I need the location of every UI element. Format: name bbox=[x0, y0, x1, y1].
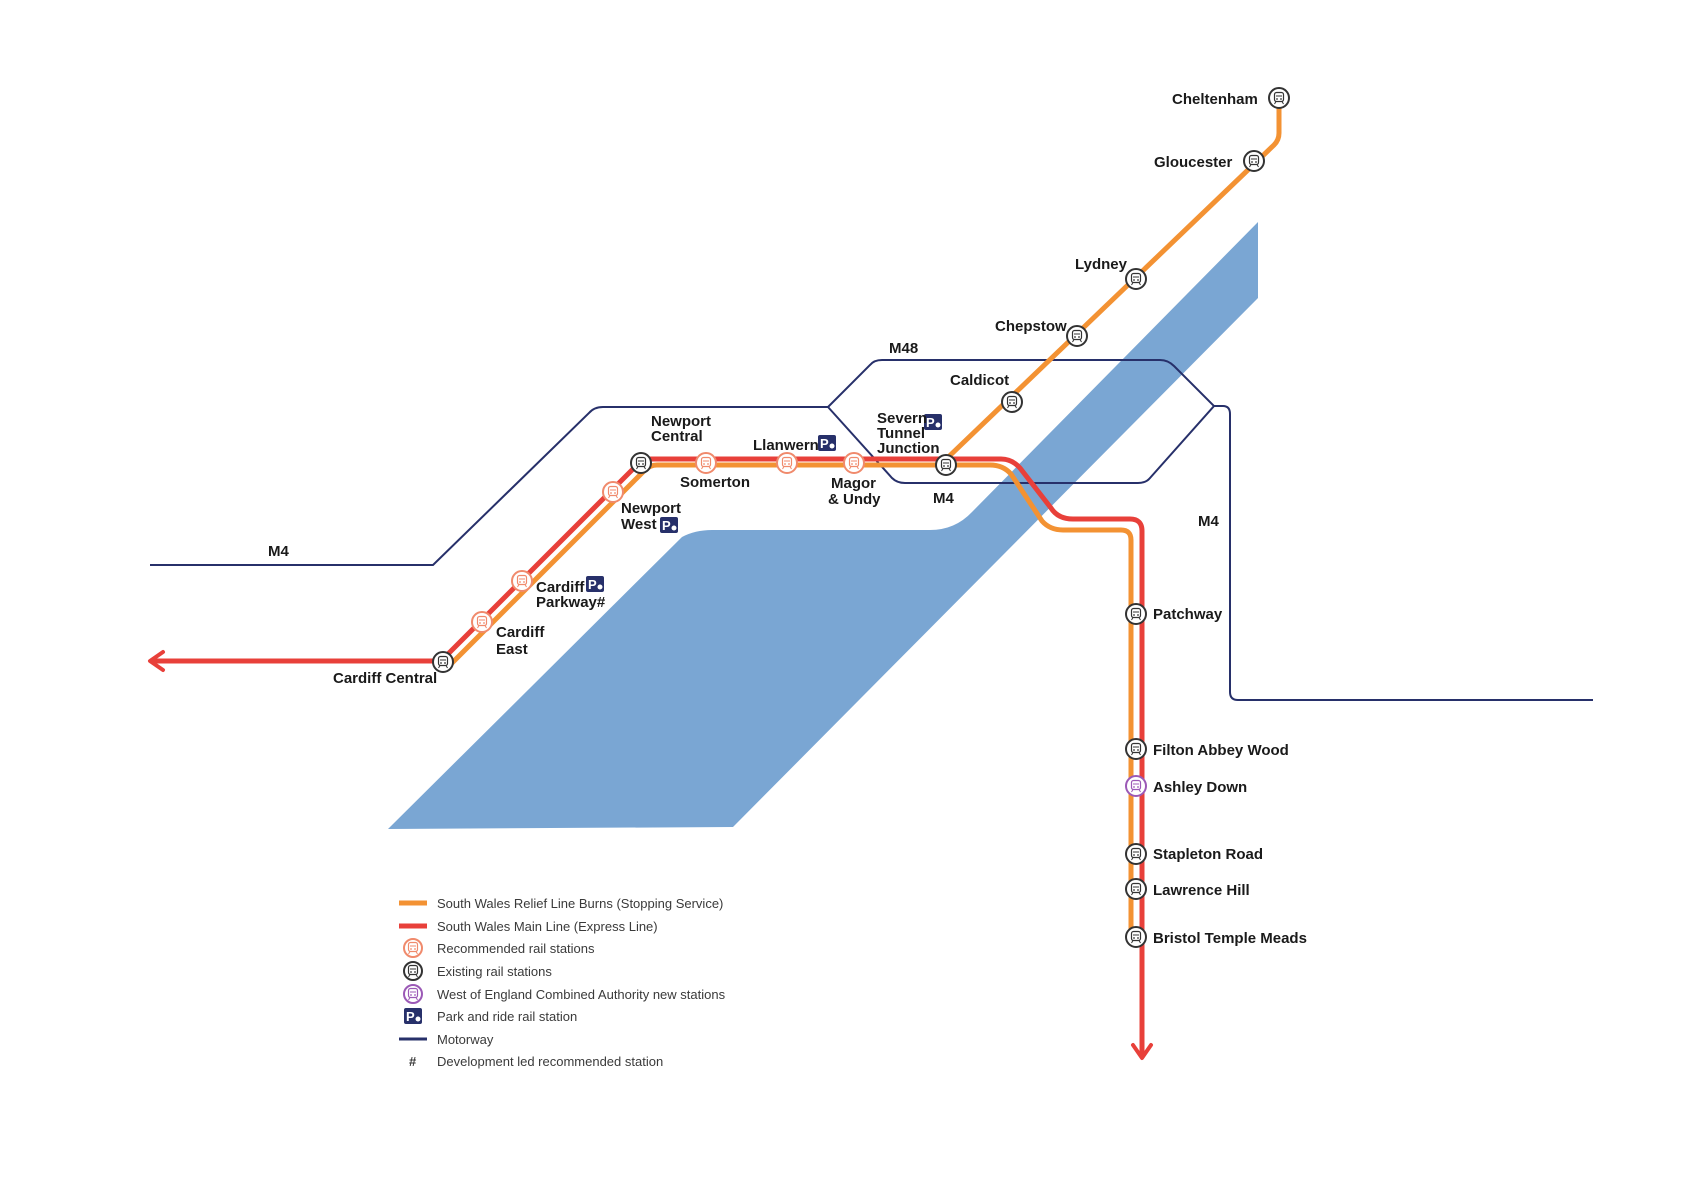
legend-motorway: Motorway bbox=[437, 1032, 494, 1047]
legend-development: Development led recommended station bbox=[437, 1054, 663, 1069]
label-cardiff-parkway-line2: Parkway# bbox=[536, 594, 606, 611]
legend-weca-station-icon bbox=[403, 984, 423, 1004]
station-caldicot[interactable] bbox=[1001, 391, 1023, 413]
label-magor-line2: & Undy bbox=[828, 491, 881, 508]
label-road-m4-bridge: M4 bbox=[933, 490, 954, 507]
label-newport-central-line2: Central bbox=[651, 428, 703, 445]
svg-text:P: P bbox=[926, 415, 935, 430]
park-and-ride-badges: P P P P bbox=[586, 414, 942, 592]
legend-park-and-ride-icon: P bbox=[404, 1008, 422, 1024]
station-filton-abbey-wood[interactable] bbox=[1125, 738, 1147, 760]
label-cardiff-central: Cardiff Central bbox=[333, 670, 437, 687]
station-gloucester[interactable] bbox=[1243, 150, 1265, 172]
svg-text:P: P bbox=[588, 577, 597, 592]
svg-text:P: P bbox=[820, 436, 829, 451]
svg-text:P: P bbox=[662, 518, 671, 533]
label-magor-line1: Magor bbox=[831, 475, 876, 492]
motorway-m4-east bbox=[1214, 405, 1593, 701]
legend-recommended: Recommended rail stations bbox=[437, 941, 595, 956]
station-ashley-down[interactable] bbox=[1125, 775, 1147, 797]
station-chepstow[interactable] bbox=[1066, 325, 1088, 347]
label-severn-line2: Tunnel bbox=[877, 425, 925, 442]
station-bristol-temple-meads[interactable] bbox=[1125, 926, 1147, 948]
label-filton-abbey-wood: Filton Abbey Wood bbox=[1153, 742, 1289, 759]
station-labels: Cheltenham Gloucester Lydney Chepstow Ca… bbox=[333, 91, 1307, 947]
label-llanwern: Llanwern bbox=[753, 437, 819, 454]
station-cardiff-central[interactable] bbox=[432, 651, 454, 673]
label-road-m4-east: M4 bbox=[1198, 513, 1219, 530]
station-patchway[interactable] bbox=[1125, 603, 1147, 625]
motorway-m4-west bbox=[150, 406, 828, 566]
legend-park-ride: Park and ride rail station bbox=[437, 1009, 577, 1024]
label-gloucester: Gloucester bbox=[1154, 154, 1233, 171]
recommended-stations bbox=[471, 452, 865, 633]
label-severn-line3: Junction bbox=[877, 440, 940, 457]
label-severn-line1: Severn bbox=[877, 410, 927, 427]
station-somerton[interactable] bbox=[695, 452, 717, 474]
legend-existing-station-icon bbox=[403, 961, 423, 981]
label-stapleton-road: Stapleton Road bbox=[1153, 846, 1263, 863]
station-lydney[interactable] bbox=[1125, 268, 1147, 290]
legend-weca: West of England Combined Authority new s… bbox=[437, 987, 726, 1002]
road-labels: M4 M48 M4 M4 bbox=[268, 340, 1219, 560]
label-patchway: Patchway bbox=[1153, 606, 1223, 623]
label-cardiff-east-line2: East bbox=[496, 641, 528, 658]
label-road-m4-west: M4 bbox=[268, 543, 289, 560]
existing-stations bbox=[432, 87, 1290, 948]
map-legend: South Wales Relief Line Burns (Stopping … bbox=[399, 896, 726, 1069]
station-severn-tunnel-junction[interactable] bbox=[935, 454, 957, 476]
label-chepstow: Chepstow bbox=[995, 318, 1067, 335]
label-caldicot: Caldicot bbox=[950, 372, 1009, 389]
station-cardiff-parkway[interactable] bbox=[511, 570, 533, 592]
label-newport-west-line1: Newport bbox=[621, 500, 681, 517]
legend-recommended-station-icon bbox=[403, 938, 423, 958]
station-stapleton-road[interactable] bbox=[1125, 843, 1147, 865]
station-llanwern[interactable] bbox=[776, 452, 798, 474]
label-road-m48: M48 bbox=[889, 340, 918, 357]
label-newport-central-line1: Newport bbox=[651, 413, 711, 430]
svg-text:P: P bbox=[406, 1009, 415, 1024]
label-cheltenham: Cheltenham bbox=[1172, 91, 1258, 108]
legend-hash-symbol: # bbox=[409, 1054, 417, 1069]
station-cardiff-east[interactable] bbox=[471, 611, 493, 633]
estuary-water bbox=[388, 222, 1258, 829]
station-magor-undy[interactable] bbox=[843, 452, 865, 474]
legend-existing: Existing rail stations bbox=[437, 964, 552, 979]
label-cardiff-parkway-line1: Cardiff bbox=[536, 579, 585, 596]
park-and-ride-icon: P bbox=[924, 414, 942, 430]
label-lydney: Lydney bbox=[1075, 256, 1128, 273]
park-and-ride-icon: P bbox=[660, 517, 678, 533]
label-cardiff-east-line1: Cardiff bbox=[496, 624, 545, 641]
label-ashley-down: Ashley Down bbox=[1153, 779, 1247, 796]
legend-main-line: South Wales Main Line (Express Line) bbox=[437, 919, 658, 934]
park-and-ride-icon: P bbox=[818, 435, 836, 451]
label-somerton: Somerton bbox=[680, 474, 750, 491]
main-line-south-arrow bbox=[1131, 1043, 1153, 1060]
station-newport-central[interactable] bbox=[630, 452, 652, 474]
station-cheltenham[interactable] bbox=[1268, 87, 1290, 109]
station-lawrence-hill[interactable] bbox=[1125, 878, 1147, 900]
main-line-west-arrow bbox=[148, 650, 165, 672]
legend-relief-line: South Wales Relief Line Burns (Stopping … bbox=[437, 896, 723, 911]
label-lawrence-hill: Lawrence Hill bbox=[1153, 882, 1250, 899]
motorway-network bbox=[150, 359, 1593, 701]
label-bristol-temple-meads: Bristol Temple Meads bbox=[1153, 930, 1307, 947]
label-newport-west-line2: West bbox=[621, 516, 657, 533]
station-newport-west[interactable] bbox=[602, 481, 624, 503]
park-and-ride-icon: P bbox=[586, 576, 604, 592]
